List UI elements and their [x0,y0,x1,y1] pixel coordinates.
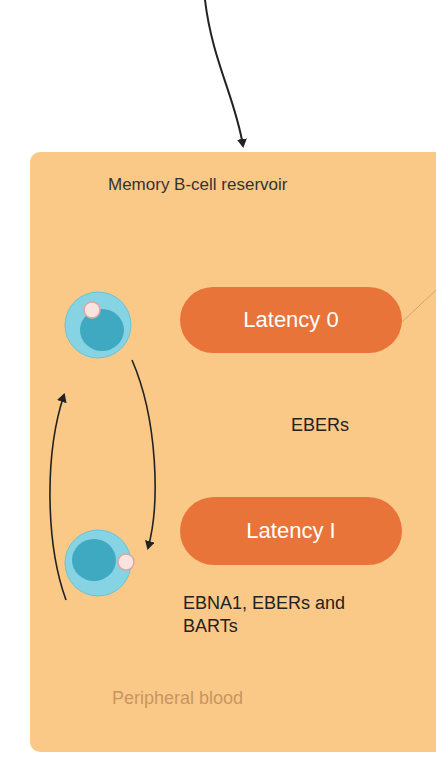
gene-label: EBNA1, EBERs and BARTs [183,592,398,639]
state-label: Latency 0 [243,307,338,333]
latency-pill: Latency 0 [180,287,402,353]
panel-footer: Peripheral blood [112,688,352,710]
state-label: Latency I [246,518,335,544]
gene-label: EBERs [260,414,380,437]
latency-pill: Latency I [180,497,402,565]
incoming-arrow [205,0,243,146]
panel-heading: Memory B-cell reservoir [108,174,308,195]
reservoir-panel: Memory B-cell reservoirPeripheral blood L… [30,152,436,752]
b-cell [65,292,131,358]
